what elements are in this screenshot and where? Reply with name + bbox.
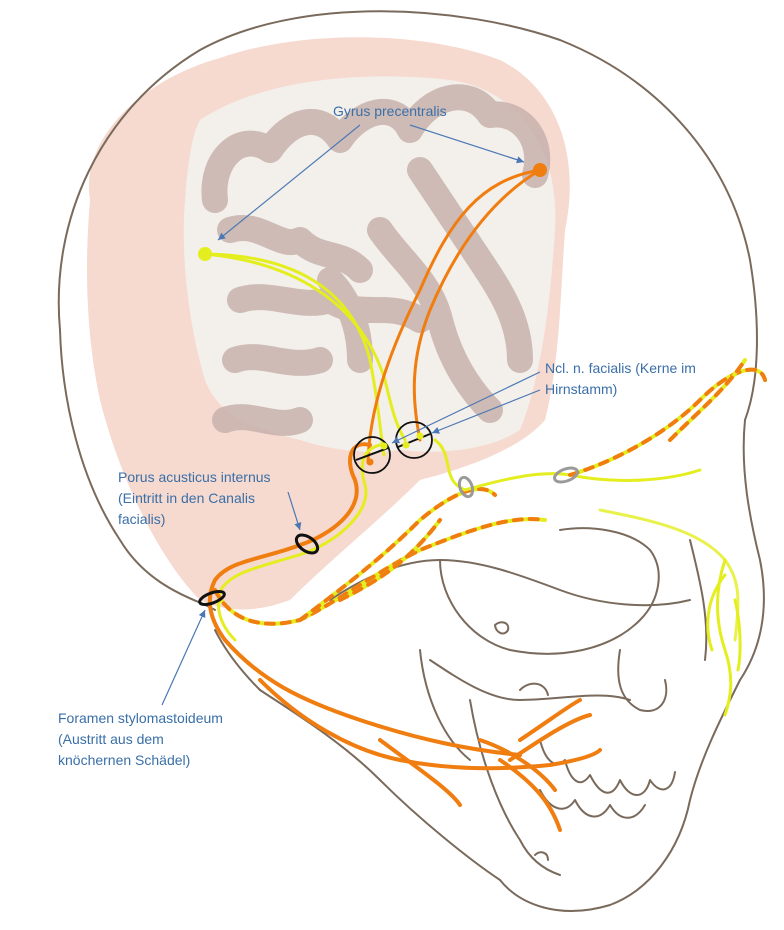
label-line: knöchernen Schädel) (58, 752, 191, 768)
label-foramen-stylomastoideum: Foramen stylomastoideum (Austritt aus de… (58, 708, 223, 771)
label-porus-acusticus: Porus acusticus internus (Eintritt in de… (118, 467, 271, 530)
brain-gyri (201, 84, 551, 436)
left-gyrus-dot (198, 247, 212, 261)
label-line: Porus acusticus internus (118, 469, 271, 485)
nerve-pathways (203, 168, 767, 832)
porus-ring (294, 533, 320, 555)
label-line: Hirnstamm) (545, 381, 618, 397)
right-gyrus-dot (533, 163, 547, 177)
facial-nuclei (353, 421, 433, 474)
label-ncl-facialis: Ncl. n. facialis (Kerne im Hirnstamm) (545, 358, 696, 400)
gray-rings (457, 466, 579, 499)
leader-arrows (161, 124, 541, 706)
label-line: Gyrus precentralis (333, 103, 447, 119)
label-line: Ncl. n. facialis (Kerne im (545, 360, 696, 376)
label-line: Foramen stylomastoideum (58, 710, 223, 726)
label-line: facialis) (118, 511, 166, 527)
orange-upper-motor-tract (366, 168, 542, 464)
label-gyrus-precentralis: Gyrus precentralis (333, 101, 447, 122)
label-line: (Austritt aus dem (58, 731, 164, 747)
label-line: (Eintritt in den Canalis (118, 490, 255, 506)
foramen-ring (198, 590, 226, 606)
